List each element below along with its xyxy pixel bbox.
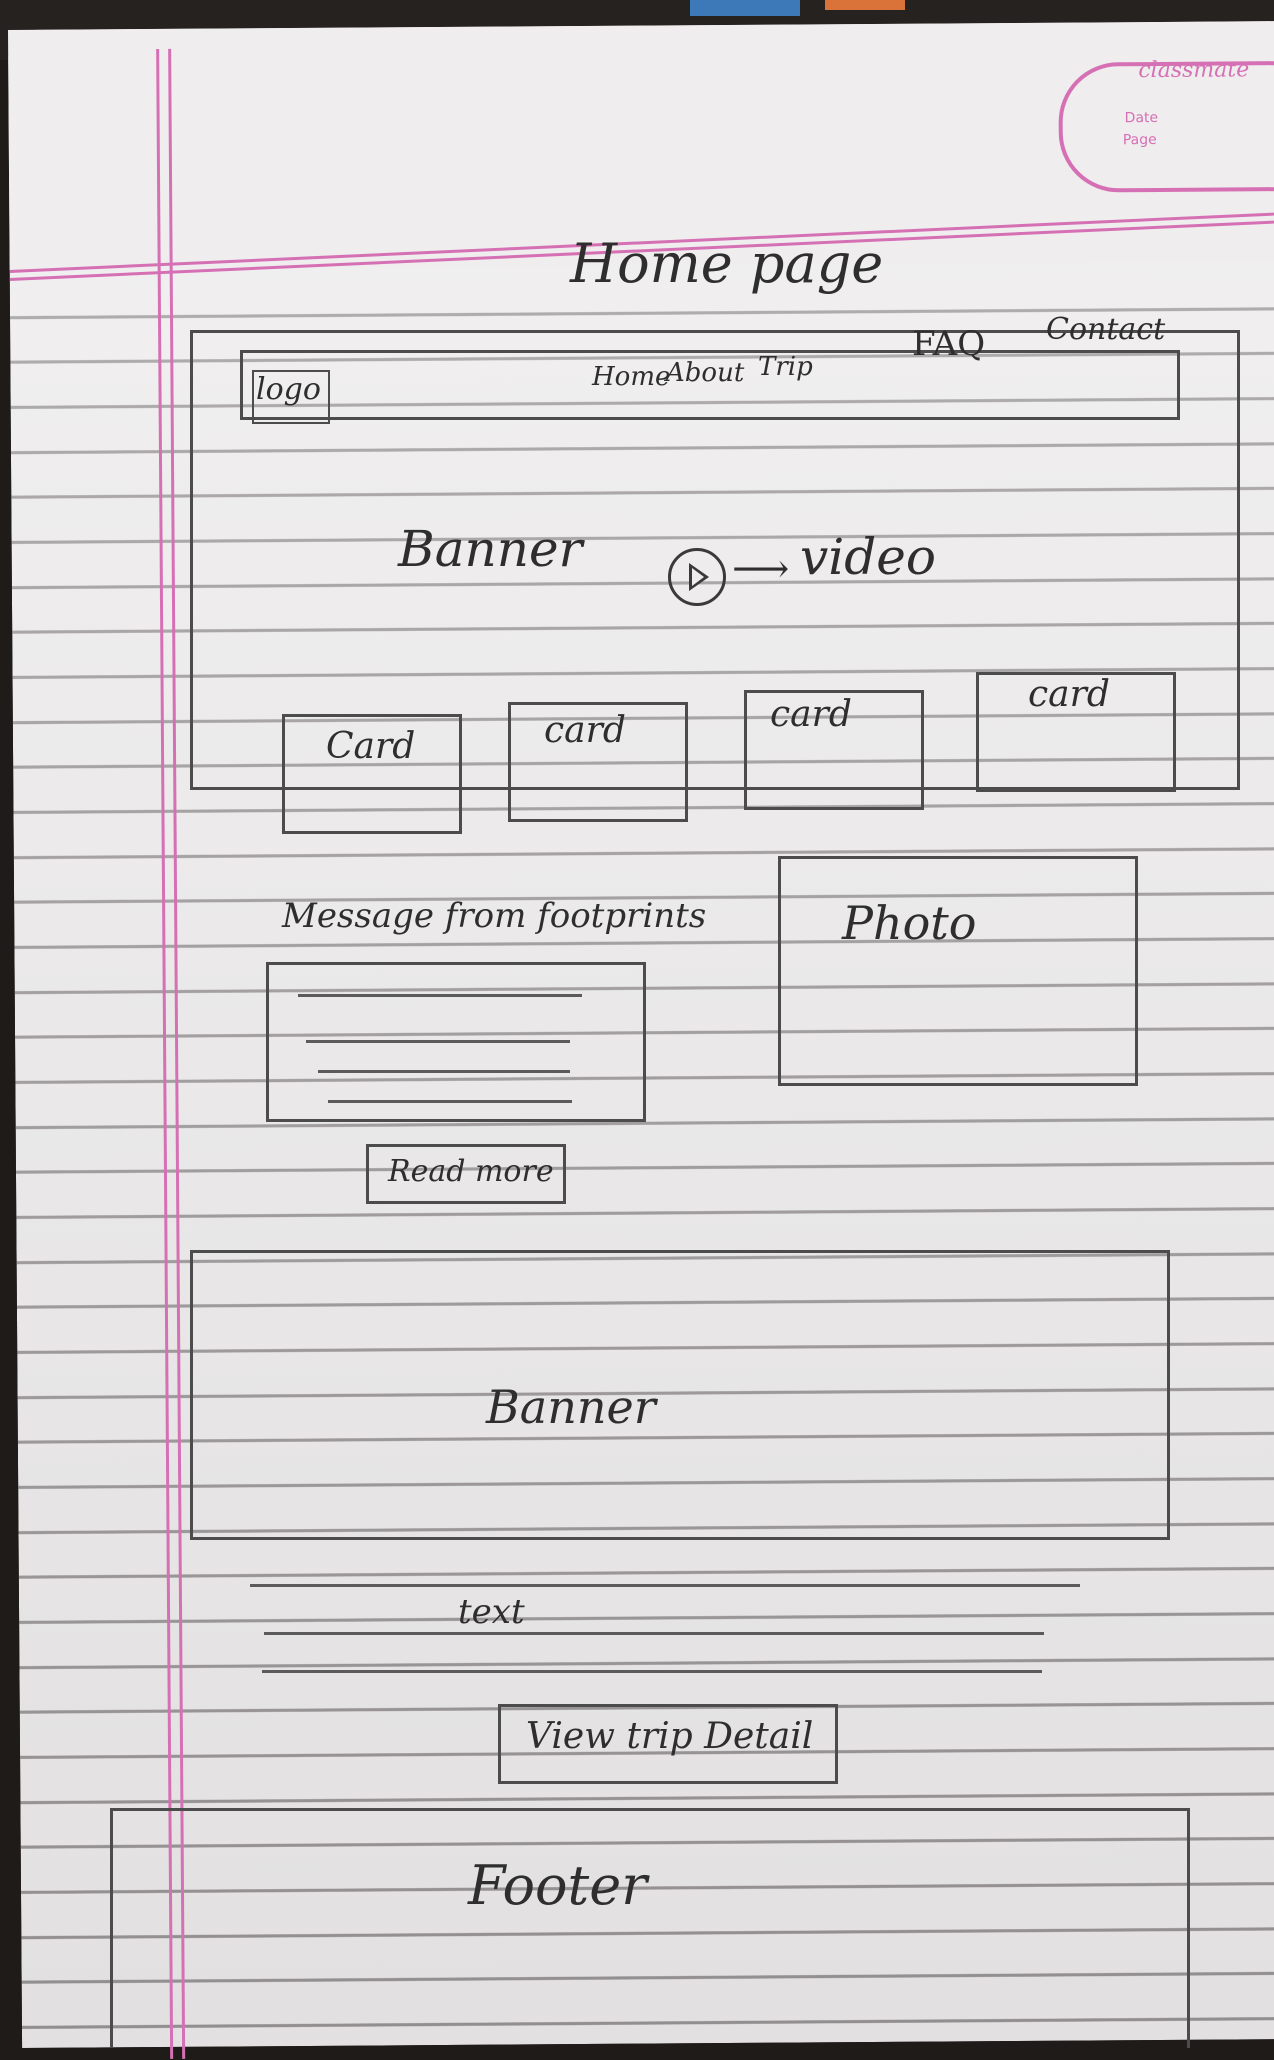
text-line <box>318 1070 570 1073</box>
message-title: Message from footprints <box>282 896 707 936</box>
page-title: Home page <box>570 232 884 295</box>
card[interactable] <box>508 702 688 822</box>
card[interactable] <box>744 690 924 810</box>
video-label: video <box>800 528 936 586</box>
photo-placeholder <box>778 856 1138 1086</box>
page-label: Page <box>1122 131 1157 149</box>
view-trip-detail-button[interactable] <box>498 1704 838 1784</box>
view-trip-detail-label: View trip Detail <box>526 1716 814 1757</box>
card-label: card <box>544 710 626 751</box>
date-label: Date <box>1124 109 1159 127</box>
photo-label: Photo <box>842 896 977 950</box>
card-label: card <box>770 694 852 735</box>
play-icon[interactable] <box>668 548 726 606</box>
text-line <box>250 1584 1080 1587</box>
logo-text: logo <box>256 372 321 407</box>
footer-label: Footer <box>468 1854 648 1917</box>
card-label: card <box>1028 674 1110 715</box>
text-line <box>328 1100 572 1103</box>
nav-item-home[interactable]: Home <box>592 362 671 392</box>
hero-banner-box <box>190 330 1240 790</box>
message-text-box <box>266 962 646 1122</box>
background-tag <box>690 0 800 16</box>
read-more-label: Read more <box>388 1154 554 1189</box>
nav-item-about[interactable]: About <box>666 358 745 388</box>
text-line <box>298 994 582 997</box>
hero-banner-label: Banner <box>398 520 583 578</box>
logo[interactable] <box>252 370 330 424</box>
arrow-right-icon: ⟶ <box>732 546 790 592</box>
card[interactable] <box>976 672 1176 792</box>
background-tag <box>825 0 905 10</box>
card[interactable] <box>282 714 462 834</box>
brand-stamp: classmate Date Page <box>1058 57 1274 193</box>
brand-name: classmate <box>1138 57 1250 84</box>
nav-item-faq[interactable]: FAQ <box>912 324 986 364</box>
text-label: text <box>458 1592 525 1632</box>
text-line <box>306 1040 570 1043</box>
play-triangle-inner <box>692 568 704 586</box>
text-line <box>264 1632 1044 1635</box>
footer-box <box>110 1808 1190 2048</box>
card-label: Card <box>326 726 416 767</box>
text-line <box>262 1670 1042 1673</box>
read-more-button[interactable] <box>366 1144 566 1204</box>
nav-item-contact[interactable]: Contact <box>1046 312 1166 347</box>
nav-bar <box>240 350 1180 420</box>
play-triangle <box>689 563 709 591</box>
banner-label: Banner <box>486 1380 656 1434</box>
banner-box <box>190 1250 1170 1540</box>
nav-item-trip[interactable]: Trip <box>758 352 813 382</box>
